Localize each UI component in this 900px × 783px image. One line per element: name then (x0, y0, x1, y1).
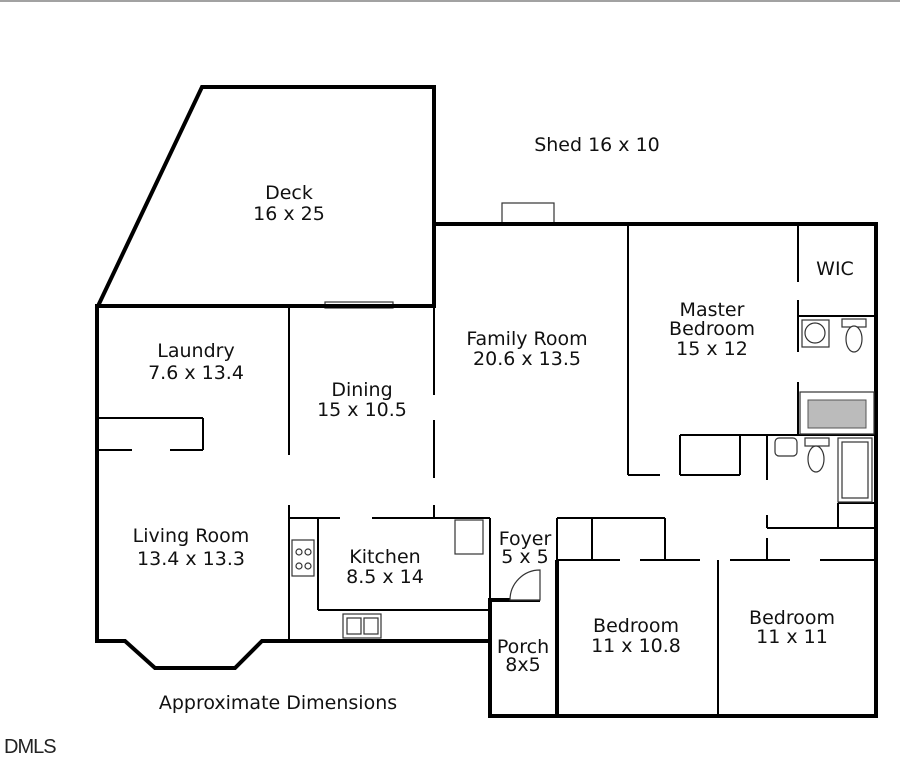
bedroom-2-size: 11 x 11 (756, 626, 828, 648)
front-door-swing (509, 569, 541, 601)
bedroom-1-name: Bedroom (593, 615, 679, 637)
living-room-name: Living Room (133, 525, 250, 547)
kitchen-size: 8.5 x 14 (346, 566, 424, 588)
foyer-size: 5 x 5 (501, 546, 549, 568)
foyer-name: Foyer (499, 528, 552, 550)
master-bedroom-size: 15 x 12 (676, 338, 748, 360)
family-room-name: Family Room (466, 328, 587, 350)
fireplace (501, 202, 555, 224)
fridge (454, 519, 484, 555)
interior-walls (97, 224, 876, 716)
porch-name: Porch (497, 636, 549, 658)
family-room-size: 20.6 x 13.5 (473, 348, 581, 370)
bedroom-1-size: 11 x 10.8 (591, 635, 681, 657)
approximate-dimensions-note: Approximate Dimensions (159, 692, 397, 714)
dining-name: Dining (331, 379, 392, 401)
hall-bath-toilet (804, 437, 830, 447)
master-bedroom-name-1: Master (680, 299, 745, 321)
mls-watermark: DMLS (4, 736, 57, 758)
kitchen-name: Kitchen (349, 546, 420, 568)
laundry-name: Laundry (157, 340, 234, 362)
shed-label: Shed 16 x 10 (534, 134, 660, 156)
stove (291, 539, 315, 577)
deck-name: Deck (265, 182, 313, 204)
laundry-size: 7.6 x 13.4 (148, 362, 244, 384)
deck-size: 16 x 25 (253, 203, 325, 225)
fixtures (291, 318, 875, 639)
bedroom-2-name: Bedroom (749, 607, 835, 629)
hall-bath-sink (774, 437, 798, 457)
porch-size: 8x5 (505, 654, 540, 676)
living-room-size: 13.4 x 13.3 (137, 548, 245, 570)
master-bedroom-name-2: Bedroom (669, 318, 755, 340)
dining-size: 15 x 10.5 (317, 399, 407, 421)
wic-label: WIC (816, 258, 854, 280)
